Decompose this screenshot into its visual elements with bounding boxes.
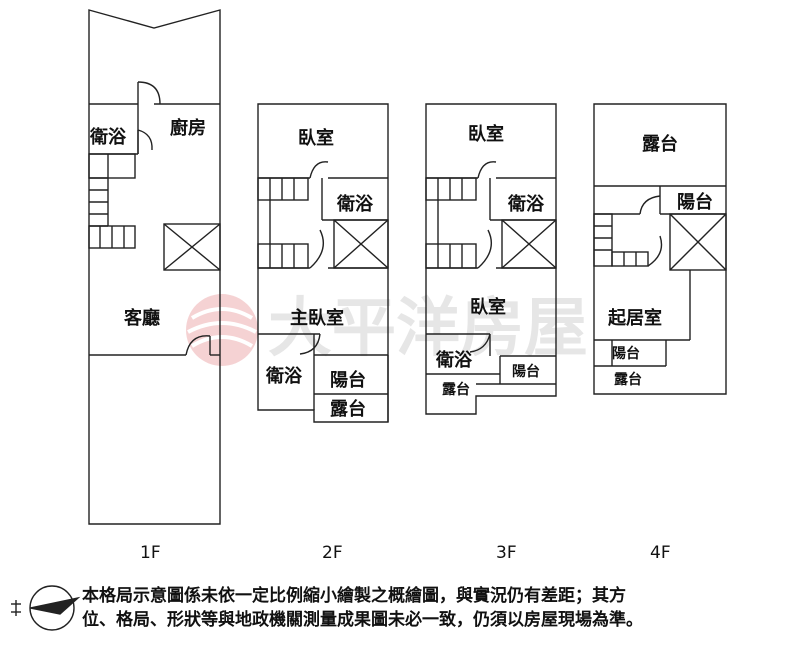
floor-4f-plan: [593, 103, 727, 395]
4f-balcony-label: 陽台: [677, 191, 713, 213]
1f-bath-label: 衛浴: [89, 126, 127, 148]
1f-living-label: 客廳: [124, 307, 160, 329]
2f-bath-label: 衛浴: [336, 193, 374, 215]
3f-balcony-label: 陽台: [512, 363, 540, 380]
3f-terrace-label: 露台: [442, 381, 470, 398]
floor-label-1f: 1F: [140, 543, 161, 563]
3f-bedroom-label: 臥室: [468, 123, 504, 145]
4f-balcony2-label: 陽台: [612, 345, 640, 362]
2f-bedroom-label: 臥室: [298, 127, 334, 149]
floor-3f-plan: [425, 103, 557, 415]
4f-terrace2-label: 露台: [614, 371, 642, 388]
3f-bedroom2-label: 臥室: [470, 296, 506, 318]
disclaimer-line-2: 位、格局、形狀等與地政機關測量成果圖未必一致，仍須以房屋現場為準。: [82, 610, 643, 630]
disclaimer-line-1: 本格局示意圖係未依一定比例縮小繪製之概繪圖，與實況仍有差距；其方: [82, 586, 626, 606]
floor-label-3f: 3F: [496, 543, 517, 563]
2f-terrace-label: 露台: [330, 398, 366, 420]
2f-bath2-label: 衛浴: [265, 365, 303, 387]
floor-label-2f: 2F: [322, 543, 343, 563]
watermark-text: 大平洋房屋: [268, 291, 588, 366]
4f-sitting-label: 起居室: [607, 307, 662, 329]
1f-kitchen-label: 廚房: [170, 117, 206, 139]
watermark: 大平洋房屋: [186, 291, 588, 366]
2f-master-label: 主臥室: [290, 307, 344, 329]
3f-bath-label: 衛浴: [507, 193, 545, 215]
4f-terrace-label: 露台: [642, 133, 678, 155]
watermark-logo-icon: [186, 294, 258, 366]
floor-label-4f: 4F: [650, 543, 671, 563]
floor-1f-plan: [88, 9, 221, 525]
floor-2f-plan: [257, 103, 389, 423]
north-compass-icon: [11, 585, 81, 631]
2f-balcony-label: 陽台: [330, 369, 366, 391]
3f-bath2-label: 衛浴: [435, 349, 473, 371]
